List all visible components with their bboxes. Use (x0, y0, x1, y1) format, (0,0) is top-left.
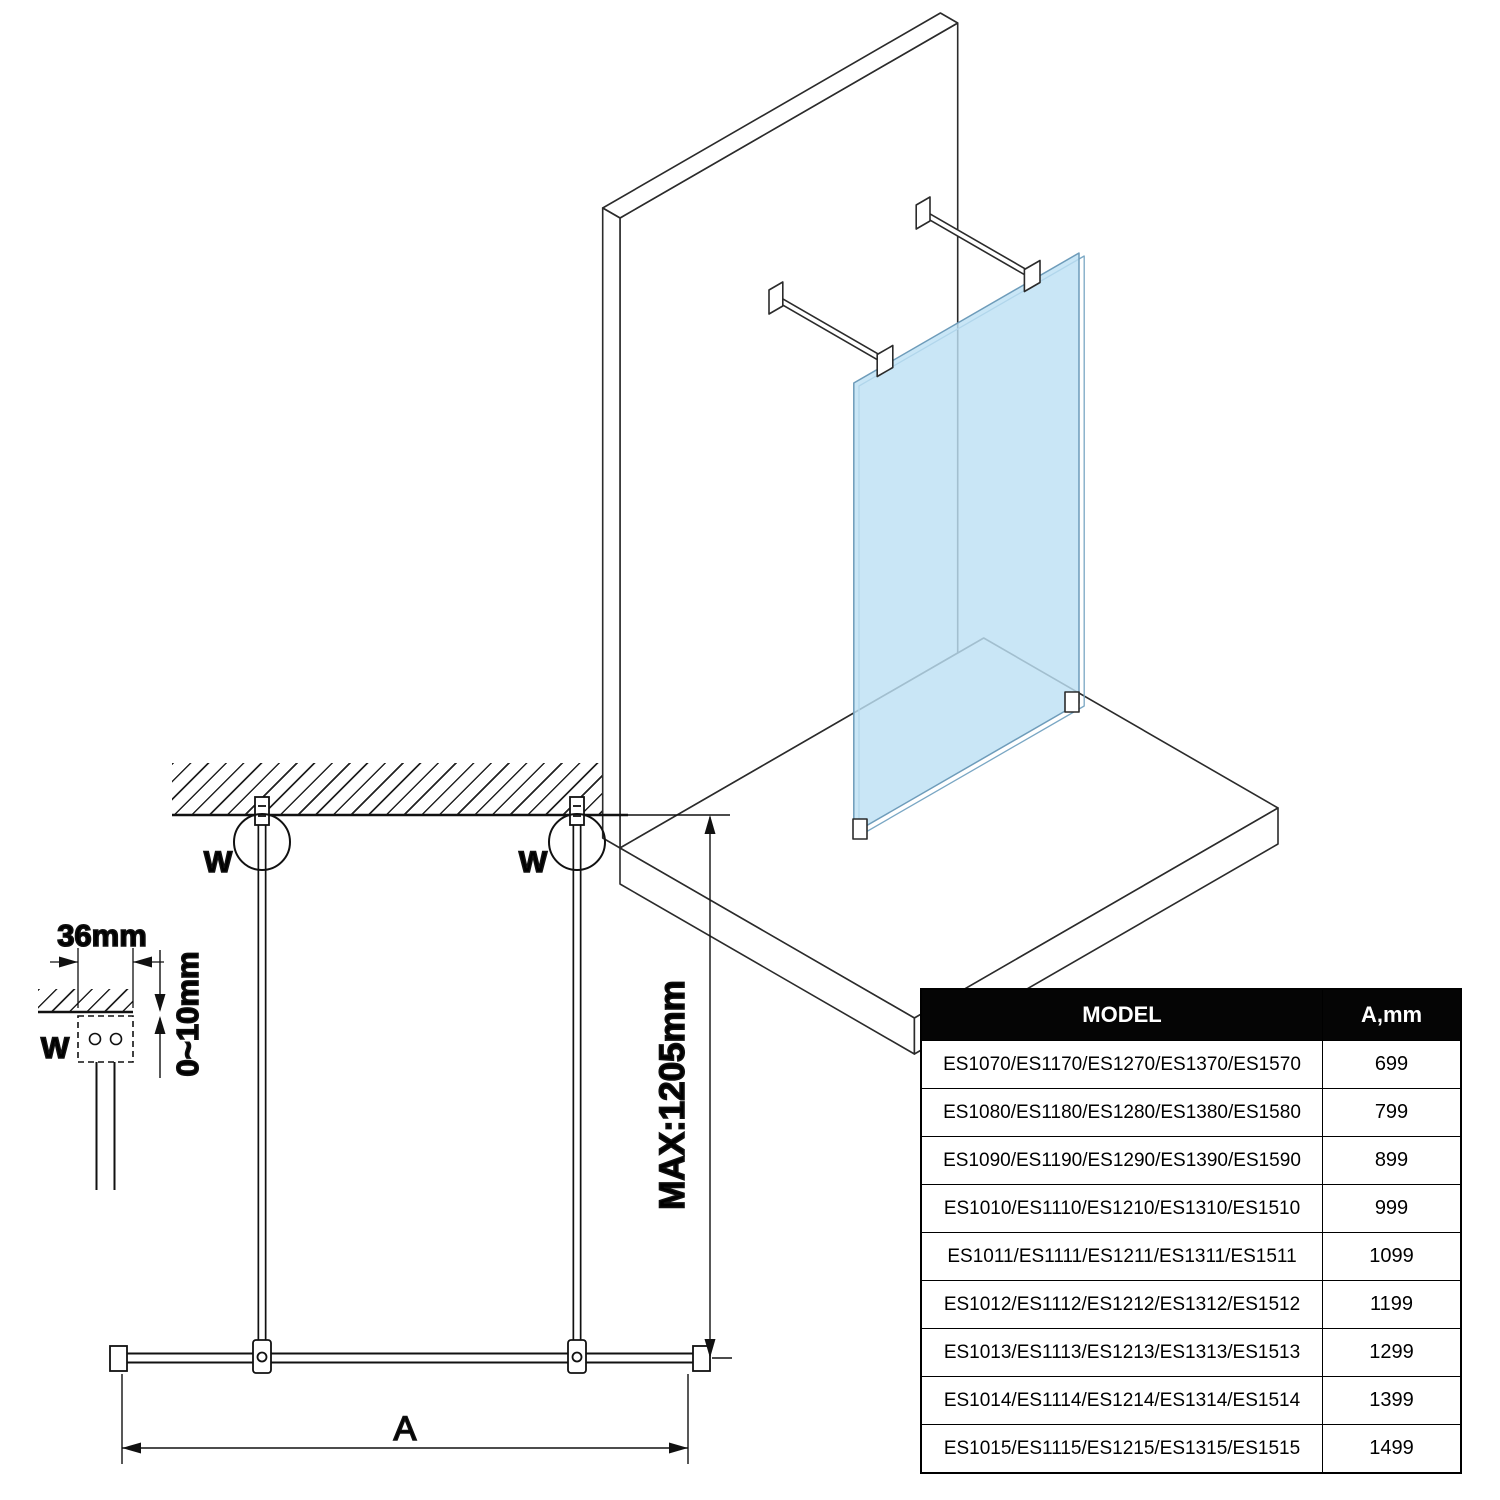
table-header-row: MODEL A,mm (920, 988, 1462, 1041)
wall-bracket (768, 281, 784, 315)
dimension-36mm (50, 948, 164, 1008)
value-cell: 699 (1322, 1040, 1462, 1089)
bar-end-bracket-right (692, 1345, 711, 1372)
ceiling-hatch (172, 763, 628, 815)
model-cell: ES1010/ES1110/ES1210/ES1310/ES1510 (920, 1184, 1323, 1233)
support-bar-front (768, 281, 887, 365)
header-a-mm: A,mm (1322, 988, 1462, 1041)
width-a-label: A (394, 1410, 417, 1448)
detail-marker-left (233, 813, 291, 871)
dimension-gap (154, 950, 166, 1078)
w-label-detail: W (41, 1032, 70, 1065)
detail-ceiling-hatch (38, 989, 133, 1012)
detail-marker-right (548, 813, 606, 871)
isometric-view (601, 12, 1279, 1055)
glass-clamps (876, 259, 1041, 378)
model-cell: ES1014/ES1114/ES1214/ES1314/ES1514 (920, 1376, 1323, 1425)
model-cell: ES1070/ES1170/ES1270/ES1370/ES1570 (920, 1040, 1323, 1089)
model-cell: ES1012/ES1112/ES1212/ES1312/ES1512 (920, 1280, 1323, 1329)
floor-brackets (852, 691, 1080, 840)
dimension-width-a (121, 1374, 689, 1464)
w-label-left: W (204, 846, 233, 879)
glass-face (853, 252, 1080, 834)
value-cell: 999 (1322, 1184, 1462, 1233)
support-bar-back (915, 196, 1034, 280)
profile-width-label: 36mm (57, 918, 147, 953)
table-row: ES1070/ES1170/ES1270/ES1370/ES1570 699 (920, 1040, 1462, 1089)
bar-end-bracket-left (109, 1345, 128, 1372)
dimension-max-height (628, 814, 732, 1359)
ceiling-anchor-right (569, 796, 585, 826)
detail-rod (95, 1062, 116, 1190)
bracket-screw-hole (109, 1032, 123, 1046)
glass-panel (853, 252, 1085, 837)
value-cell: 1499 (1322, 1424, 1462, 1474)
table-row: ES1010/ES1110/ES1210/ES1310/ES1510 999 (920, 1184, 1462, 1233)
table-row: ES1015/ES1115/ES1215/ES1315/ES1515 1499 (920, 1424, 1462, 1474)
value-cell: 899 (1322, 1136, 1462, 1185)
rod-clamp-right (567, 1339, 587, 1374)
gap-label: 0~10mm (170, 952, 205, 1077)
front-view: W W MAX:1205mm A (109, 796, 732, 1464)
header-model: MODEL (920, 988, 1323, 1041)
model-cell: ES1011/ES1111/ES1211/ES1311/ES1511 (920, 1232, 1323, 1281)
w-label-right: W (519, 846, 548, 879)
ceiling-mount-bracket (77, 1015, 134, 1063)
value-cell: 1299 (1322, 1328, 1462, 1377)
max-height-label: MAX:1205mm (653, 980, 692, 1210)
model-cell: ES1013/ES1113/ES1213/ES1313/ES1513 (920, 1328, 1323, 1377)
ceiling-anchor-left (254, 796, 270, 826)
rod-clamp-left (252, 1339, 272, 1374)
model-cell: ES1015/ES1115/ES1215/ES1315/ES1515 (920, 1424, 1323, 1474)
model-cell: ES1080/ES1180/ES1280/ES1380/ES1580 (920, 1088, 1323, 1137)
table-row: ES1080/ES1180/ES1280/ES1380/ES1580 799 (920, 1088, 1462, 1137)
value-cell: 1099 (1322, 1232, 1462, 1281)
model-cell: ES1090/ES1190/ES1290/ES1390/ES1590 (920, 1136, 1323, 1185)
bracket-screw-hole (88, 1032, 102, 1046)
value-cell: 1199 (1322, 1280, 1462, 1329)
table-row: ES1014/ES1114/ES1214/ES1314/ES1514 1399 (920, 1376, 1462, 1425)
table-row: ES1012/ES1112/ES1212/ES1312/ES1512 1199 (920, 1280, 1462, 1329)
wall-bracket (915, 196, 931, 230)
table-row: ES1013/ES1113/ES1213/ES1313/ES1513 1299 (920, 1328, 1462, 1377)
value-cell: 1399 (1322, 1376, 1462, 1425)
value-cell: 799 (1322, 1088, 1462, 1137)
table-row: ES1090/ES1190/ES1290/ES1390/ES1590 899 (920, 1136, 1462, 1185)
table-row: ES1011/ES1111/ES1211/ES1311/ES1511 1099 (920, 1232, 1462, 1281)
detail-view: 36mm W 0~10mm (38, 917, 206, 1190)
size-table: MODEL A,mm ES1070/ES1170/ES1270/ES1370/E… (920, 988, 1462, 1474)
